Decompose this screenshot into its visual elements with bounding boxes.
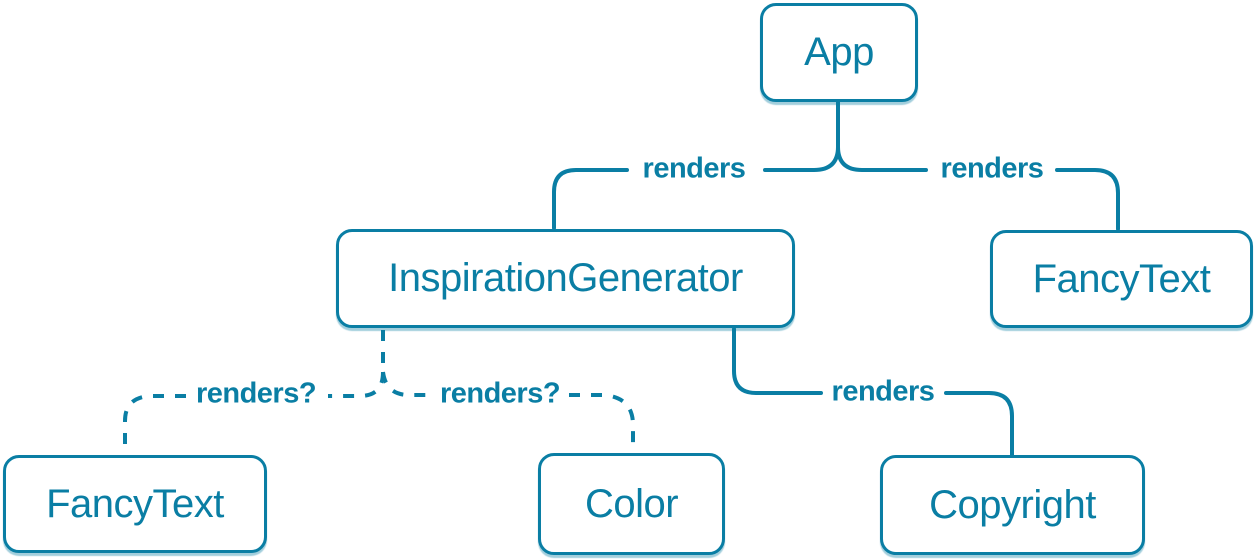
edge-app-inspirationgenerator: [763, 100, 840, 172]
edge-label-inspirationgenerator-copyright: renders: [831, 375, 935, 408]
edge-inspirationgenerator-copyright: [732, 327, 823, 395]
edge-label-inspirationgenerator-color: renders?: [439, 377, 561, 410]
node-copyright: Copyright: [880, 455, 1145, 555]
edge-label-app-fancytext: renders: [940, 152, 1044, 185]
node-fancy-text-top-label: FancyText: [1032, 256, 1211, 301]
edge-app-inspirationgenerator-tail: [552, 168, 629, 230]
node-app: App: [760, 3, 918, 102]
node-fancy-text-bottom-label: FancyText: [46, 481, 224, 526]
edge-inspirationgenerator-fancytext-dashed: [328, 371, 385, 398]
node-inspiration-generator-label: InspirationGenerator: [388, 256, 743, 300]
edge-inspirationgenerator-fancytext-dashed-tail: [123, 394, 186, 452]
edge-app-fancytext-tail: [1055, 168, 1120, 231]
node-inspiration-generator: InspirationGenerator: [336, 229, 795, 328]
node-color: Color: [538, 453, 725, 555]
node-color-label: Color: [584, 481, 679, 526]
edge-inspirationgenerator-color-dashed-tail: [569, 393, 635, 452]
edge-inspirationgenerator-copyright-tail: [944, 391, 1014, 458]
edge-app-fancytext: [836, 100, 928, 172]
edge-label-app-inspirationgenerator: renders: [642, 152, 746, 185]
node-fancy-text-bottom: FancyText: [3, 455, 267, 553]
node-fancy-text-top: FancyText: [990, 230, 1253, 328]
edge-inspirationgenerator-color-dashed: [381, 371, 430, 397]
node-app-label: App: [804, 30, 874, 74]
edge-label-inspirationgenerator-fancytext: renders?: [195, 377, 317, 410]
node-copyright-label: Copyright: [929, 482, 1096, 527]
